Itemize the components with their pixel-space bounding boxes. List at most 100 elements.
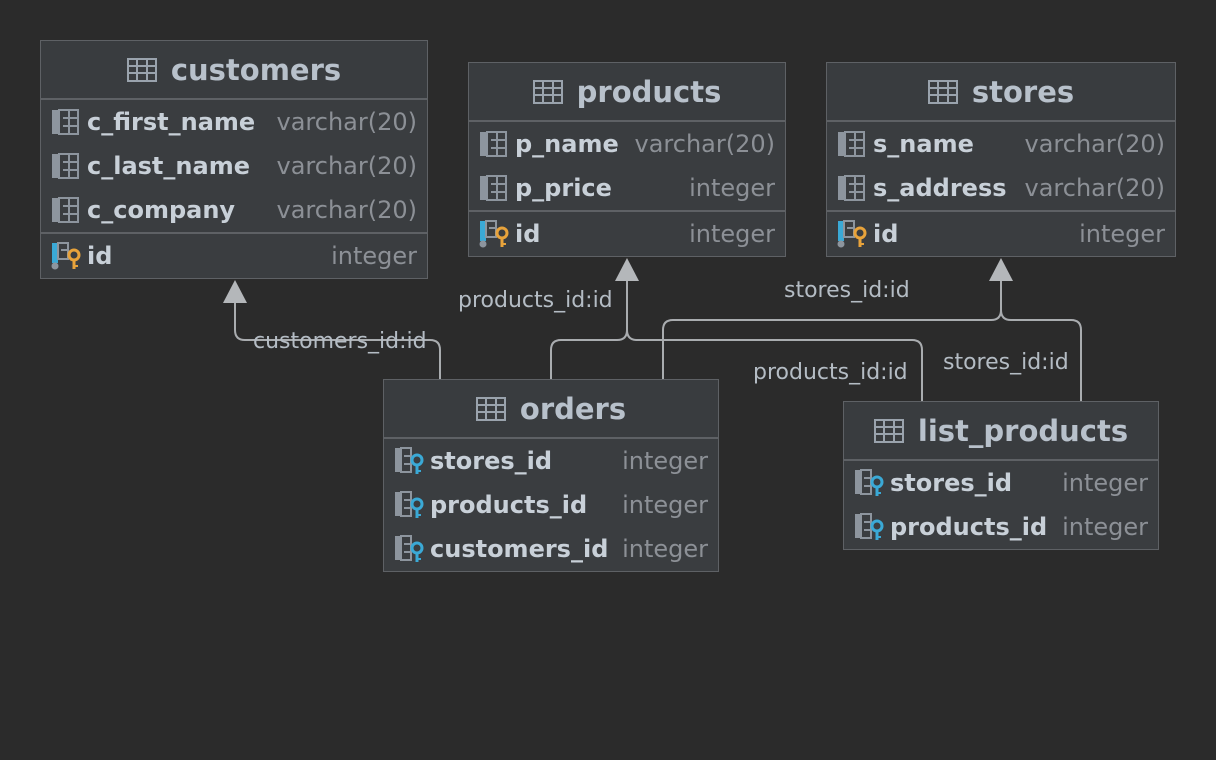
primary-key-icon (837, 219, 873, 249)
column-type: integer (622, 535, 708, 563)
label-list-products-stores-relation: stores_id:id (943, 350, 1069, 375)
column-name: products_id (430, 491, 588, 519)
keys-section: id integer (827, 210, 1175, 256)
arrowhead-stores (989, 258, 1013, 281)
table-header[interactable]: orders (384, 380, 718, 439)
column-type: varchar(20) (276, 108, 418, 136)
foreign-key-icon (854, 468, 890, 498)
table-icon (927, 79, 958, 104)
column-icon (51, 107, 87, 137)
connector-list-products-products (626, 329, 923, 401)
column-type: varchar(20) (1024, 174, 1166, 202)
column-row[interactable]: stores_id integer (844, 461, 1158, 505)
column-row[interactable]: p_price integer (469, 166, 785, 210)
foreign-key-icon (394, 534, 430, 564)
column-name: customers_id (430, 535, 609, 563)
column-name: c_company (87, 196, 236, 224)
column-type: integer (331, 242, 417, 270)
columns-section: p_name varchar(20) p_price integer (469, 122, 785, 210)
keys-section: id integer (41, 232, 427, 278)
table-icon (126, 57, 157, 82)
table-title: list_products (917, 413, 1129, 448)
primary-key-icon (479, 219, 515, 249)
column-name: stores_id (890, 469, 1013, 497)
label-orders-products-relation: products_id:id (458, 288, 613, 313)
column-icon (479, 173, 515, 203)
arrowhead-products (615, 258, 639, 281)
columns-section: s_name varchar(20) s_address varchar(20) (827, 122, 1175, 210)
column-type: integer (689, 174, 775, 202)
label-orders-stores-relation: stores_id:id (784, 278, 910, 303)
column-row[interactable]: products_id integer (844, 505, 1158, 549)
column-row[interactable]: id integer (469, 212, 785, 256)
column-type: varchar(20) (276, 196, 418, 224)
column-row[interactable]: c_first_name varchar(20) (41, 100, 427, 144)
connector-orders-products (550, 280, 628, 379)
table-icon (873, 418, 904, 443)
column-name: p_name (515, 130, 619, 158)
table-title: orders (519, 391, 627, 426)
column-row[interactable]: stores_id integer (384, 439, 718, 483)
column-name: stores_id (430, 447, 553, 475)
column-type: varchar(20) (1024, 130, 1166, 158)
column-type: integer (622, 491, 708, 519)
column-name: id (873, 220, 899, 248)
column-row[interactable]: c_company varchar(20) (41, 188, 427, 232)
column-row[interactable]: s_address varchar(20) (827, 166, 1175, 210)
column-name: c_last_name (87, 152, 250, 180)
column-type: varchar(20) (276, 152, 418, 180)
column-icon (51, 151, 87, 181)
column-name: c_first_name (87, 108, 256, 136)
table-title: customers (170, 52, 342, 87)
column-name: products_id (890, 513, 1048, 541)
column-row[interactable]: c_last_name varchar(20) (41, 144, 427, 188)
foreign-key-icon (854, 512, 890, 542)
column-type: varchar(20) (634, 130, 776, 158)
table-header[interactable]: stores (827, 63, 1175, 122)
column-icon (51, 195, 87, 225)
column-row[interactable]: id integer (827, 212, 1175, 256)
table-title: products (576, 74, 722, 109)
connector-list-products-stores (1000, 309, 1082, 401)
column-row[interactable]: p_name varchar(20) (469, 122, 785, 166)
foreign-key-icon (394, 446, 430, 476)
connector-orders-stores (662, 280, 1002, 379)
column-name: s_address (873, 174, 1007, 202)
arrowhead-customers (223, 280, 247, 303)
table-header[interactable]: list_products (844, 402, 1158, 461)
column-icon (479, 129, 515, 159)
column-name: id (515, 220, 541, 248)
table-icon (475, 396, 506, 421)
column-type: integer (1062, 513, 1148, 541)
column-row[interactable]: customers_id integer (384, 527, 718, 571)
primary-key-icon (51, 241, 87, 271)
table-header[interactable]: products (469, 63, 785, 122)
table-title: stores (971, 74, 1075, 109)
table-stores[interactable]: stores s_name varchar(20) s_address varchar(… (826, 62, 1176, 257)
column-icon (837, 129, 873, 159)
connector-orders-customers (234, 300, 441, 379)
column-row[interactable]: id integer (41, 234, 427, 278)
column-name: id (87, 242, 113, 270)
column-icon (837, 173, 873, 203)
foreign-key-icon (394, 490, 430, 520)
keys-section: id integer (469, 210, 785, 256)
column-name: p_price (515, 174, 612, 202)
column-type: integer (622, 447, 708, 475)
label-list-products-products-relation: products_id:id (753, 360, 908, 385)
table-header[interactable]: customers (41, 41, 427, 100)
column-type: integer (1079, 220, 1165, 248)
label-customers-relation: customers_id:id (253, 329, 427, 354)
column-name: s_name (873, 130, 974, 158)
column-type: integer (689, 220, 775, 248)
column-type: integer (1062, 469, 1148, 497)
column-row[interactable]: s_name varchar(20) (827, 122, 1175, 166)
column-row[interactable]: products_id integer (384, 483, 718, 527)
